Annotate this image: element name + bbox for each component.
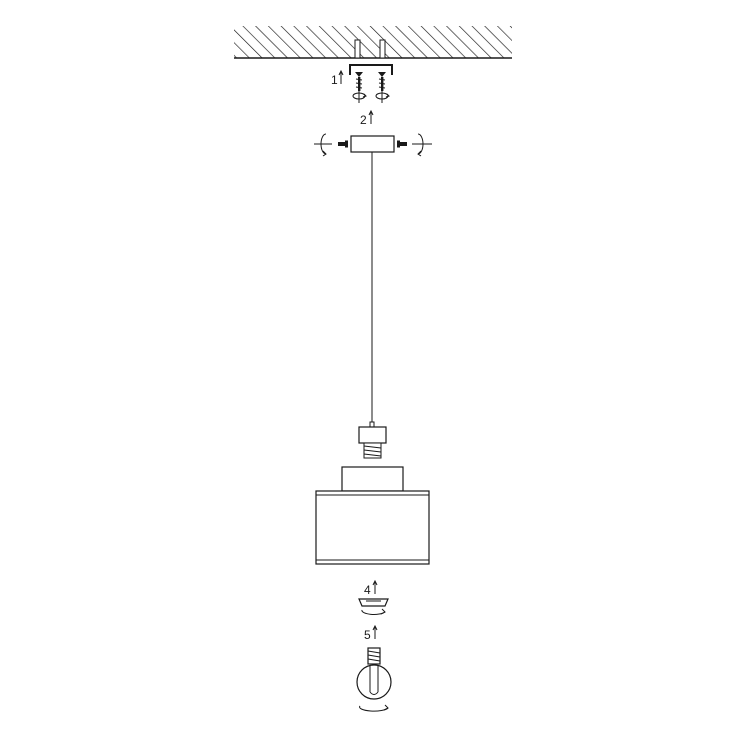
rotate-icon-right <box>375 90 390 103</box>
socket-cap <box>369 421 375 428</box>
ceiling-hatch <box>234 26 512 58</box>
step-1-label: 1 <box>331 73 338 87</box>
mounting-bracket <box>349 64 393 75</box>
socket-body <box>358 426 387 444</box>
step-2-arrowhead <box>368 109 374 116</box>
bulb-base-thread <box>367 650 381 662</box>
bulb-filament <box>369 666 379 695</box>
step-1-group: 1 <box>331 64 393 103</box>
rotate-icon-bulb <box>359 704 389 712</box>
socket-thread-lines <box>363 445 382 457</box>
light-bulb <box>356 647 392 700</box>
step-5-label: 5 <box>364 628 371 642</box>
canopy-screw-left <box>338 140 348 148</box>
ceiling <box>234 26 512 59</box>
step-1-arrowhead <box>338 69 344 76</box>
step-4-arrowhead <box>372 579 378 586</box>
canopy <box>350 135 395 153</box>
ceiling-hole-right <box>379 39 386 59</box>
ceiling-holes <box>354 39 386 59</box>
step-2-group: 2 <box>314 109 432 157</box>
rotate-icon-left <box>352 90 367 103</box>
canopy-screw-right <box>397 140 407 148</box>
rotate-icon-canopy-left <box>314 133 332 157</box>
rotate-icon-ring <box>361 608 386 615</box>
step-4-group: 4 <box>358 579 389 615</box>
step-4-label: 4 <box>364 583 371 597</box>
ceiling-hole-left <box>354 39 361 59</box>
lamp-shade <box>315 466 430 565</box>
step-5-arrowhead <box>372 624 378 631</box>
shade-body <box>315 490 430 565</box>
screw-right <box>378 72 386 91</box>
step-2-label: 2 <box>360 113 367 127</box>
screw-left <box>355 72 363 91</box>
shade-ring <box>358 598 389 607</box>
rotate-icon-canopy-right <box>412 133 432 157</box>
lamp-socket <box>358 421 387 459</box>
bulb-glass <box>356 664 392 700</box>
shade-top-cylinder <box>341 466 404 492</box>
step-5-group: 5 <box>356 624 392 712</box>
